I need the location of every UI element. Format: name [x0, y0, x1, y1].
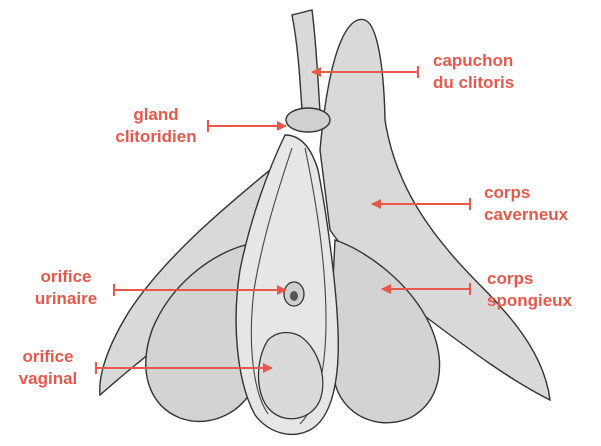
glans	[286, 108, 330, 132]
label-corps-caverneux: corps caverneux	[484, 182, 568, 226]
label-orifice-vaginal: orifice vaginal	[4, 346, 92, 390]
label-capuchon: capuchon du clitoris	[433, 50, 514, 94]
label-orifice-urinaire: orifice urinaire	[22, 266, 110, 310]
clitoral-body	[292, 10, 320, 112]
label-gland: gland clitoridien	[112, 104, 200, 148]
label-corps-spongieux: corps spongieux	[487, 268, 572, 312]
